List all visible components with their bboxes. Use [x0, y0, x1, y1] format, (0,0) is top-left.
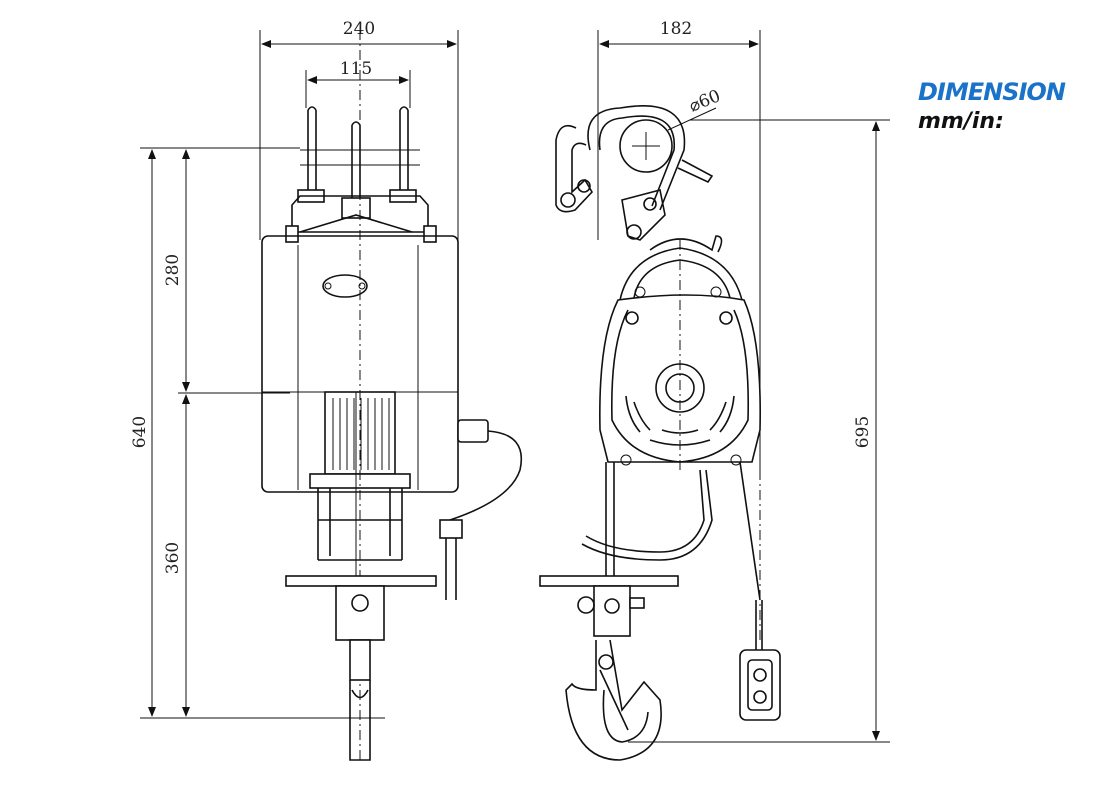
dim-mount-diameter: ⌀60 [686, 86, 723, 116]
dim-lower-height: 360 [163, 542, 183, 574]
dim-side-height: 695 [853, 416, 873, 448]
title-dimension: DIMENSION [918, 78, 1066, 106]
dim-side-width: 182 [660, 19, 692, 39]
title-units: mm/in: [918, 109, 1004, 134]
side-view [539, 105, 781, 761]
side-dimensions: 182 ⌀60 695 [597, 19, 890, 743]
dim-upper-height: 280 [163, 254, 183, 286]
front-view [261, 30, 522, 761]
dim-front-width: 240 [343, 19, 375, 39]
dim-total-height: 640 [130, 416, 150, 448]
front-dimensions: 240 115 640 280 360 [130, 19, 459, 719]
dim-hook-spacing: 115 [340, 59, 372, 79]
